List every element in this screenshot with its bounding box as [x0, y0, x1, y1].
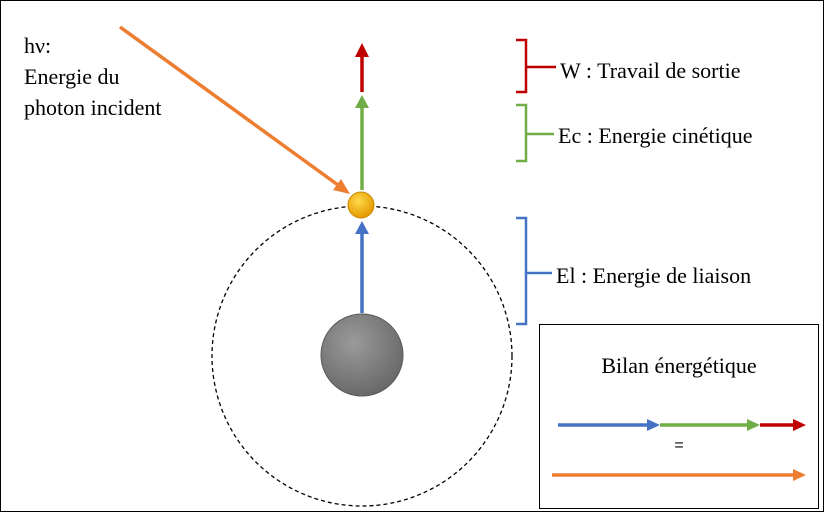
kinetic-bracket [516, 103, 554, 163]
binding-bracket [516, 216, 552, 326]
binding-energy-label: El : Energie de liaison [556, 263, 752, 288]
nucleus [320, 313, 404, 397]
binding-energy-arrow [355, 221, 369, 313]
work-function-arrow [355, 43, 369, 92]
energy-balance-arrows [552, 419, 806, 481]
kinetic-energy-arrow [355, 95, 369, 190]
photon-energy-label: hν: Energie du photon incident [24, 30, 161, 123]
photon-label-line3: photon incident [24, 95, 162, 120]
electron-orbit [211, 205, 513, 507]
balance-binding-arrow [558, 419, 660, 431]
work-bracket [516, 38, 556, 94]
photon-label-line1: hν: [24, 33, 52, 58]
energy-balance-box: Bilan énergétique = [539, 324, 819, 509]
incident-photon-arrow [118, 25, 350, 194]
balance-kinetic-arrow [660, 419, 760, 431]
energy-balance-equals: = [674, 437, 684, 454]
work-function-label: W : Travail de sortie [560, 58, 741, 83]
photon-label-line2: Energie du [24, 64, 120, 89]
kinetic-energy-label: Ec : Energie cinétique [558, 123, 753, 148]
balance-photon-arrow [552, 469, 806, 481]
energy-balance-title: Bilan énergétique [601, 353, 757, 378]
balance-work-arrow [760, 419, 806, 431]
electron [347, 191, 375, 219]
